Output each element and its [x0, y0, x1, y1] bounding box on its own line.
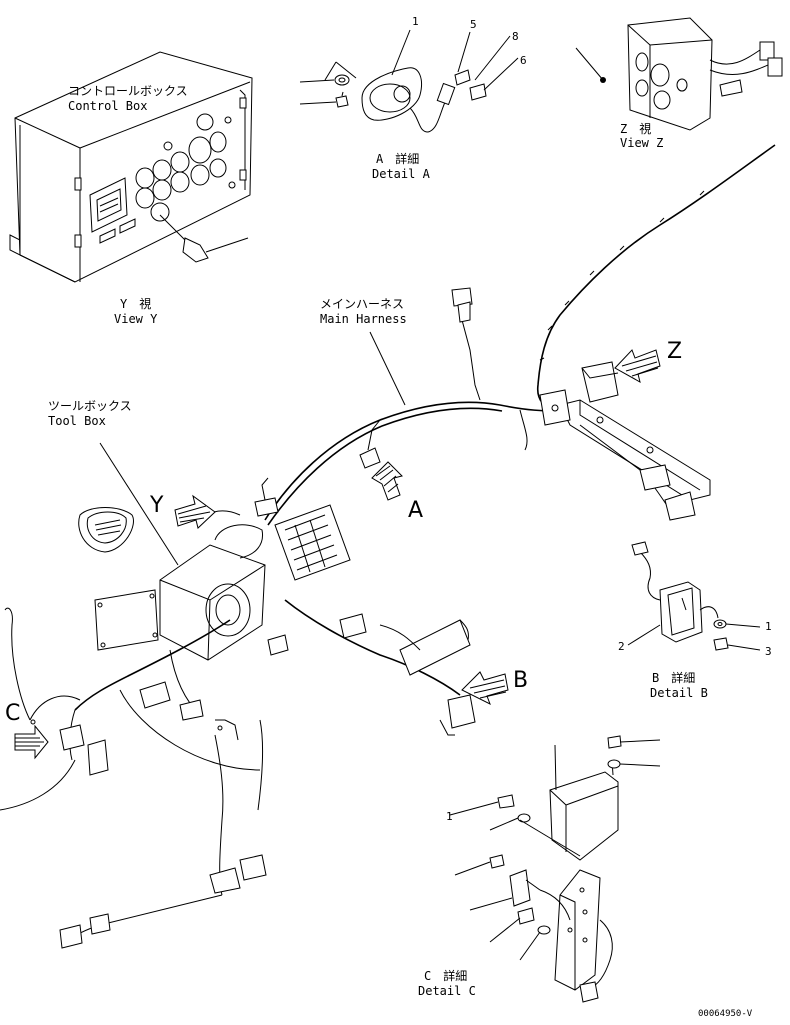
relay-cluster — [135, 113, 236, 222]
view-z-label-jp: Z 視 — [620, 121, 651, 136]
control-box-label-jp: コントロールボックス — [68, 84, 188, 98]
control-box-illustration — [9, 51, 253, 283]
detail-b-label-jp: B 詳細 — [652, 670, 695, 685]
arrow-label-z: Z — [667, 339, 682, 364]
detail-c-label-en: Detail C — [418, 984, 476, 998]
sensor-switch — [159, 214, 209, 263]
detail-b-illustration — [627, 541, 761, 651]
tool-box-label-en: Tool Box — [48, 414, 106, 428]
view-y-label-en: View Y — [114, 312, 158, 326]
arrow-c — [14, 724, 49, 760]
drawing-number: 00064950-V — [698, 1009, 753, 1019]
arrow-label-a: A — [408, 498, 423, 523]
part-number-a6: 6 — [520, 54, 527, 67]
arrow-a — [371, 461, 403, 501]
arrow-label-y: Y — [149, 493, 164, 518]
view-y-label-jp: Y 視 — [120, 296, 151, 311]
view-z-illustration — [575, 17, 783, 131]
detail-c-illustration — [449, 735, 661, 1003]
control-box-label-en: Control Box — [68, 99, 147, 113]
main-harness-label-en: Main Harness — [320, 312, 407, 326]
arrow-label-c: C — [5, 701, 20, 726]
main-harness-assembly — [0, 144, 776, 949]
detail-b-label-en: Detail B — [650, 686, 708, 700]
part-number-a5: 5 — [470, 18, 477, 31]
detail-a-illustration — [299, 29, 519, 133]
arrow-y — [174, 494, 216, 529]
view-z-label-en: View Z — [620, 136, 663, 150]
tool-box-label-jp: ツールボックス — [48, 399, 132, 413]
arrow-label-b: B — [513, 668, 528, 693]
part-number-c1: 1 — [446, 810, 453, 823]
part-number-b2: 2 — [618, 640, 625, 653]
arrow-z — [614, 349, 661, 384]
detail-a-label-jp: A 詳細 — [376, 151, 419, 166]
part-number-a8: 8 — [512, 30, 519, 43]
part-number-a1: 1 — [412, 15, 419, 28]
detail-a-label-en: Detail A — [372, 167, 431, 181]
arrow-b — [461, 671, 509, 706]
part-number-b3: 3 — [765, 645, 772, 658]
main-harness-label-jp: メインハーネス — [320, 297, 404, 311]
detail-c-label-jp: C 詳細 — [424, 968, 467, 983]
part-number-b1: 1 — [765, 620, 772, 633]
